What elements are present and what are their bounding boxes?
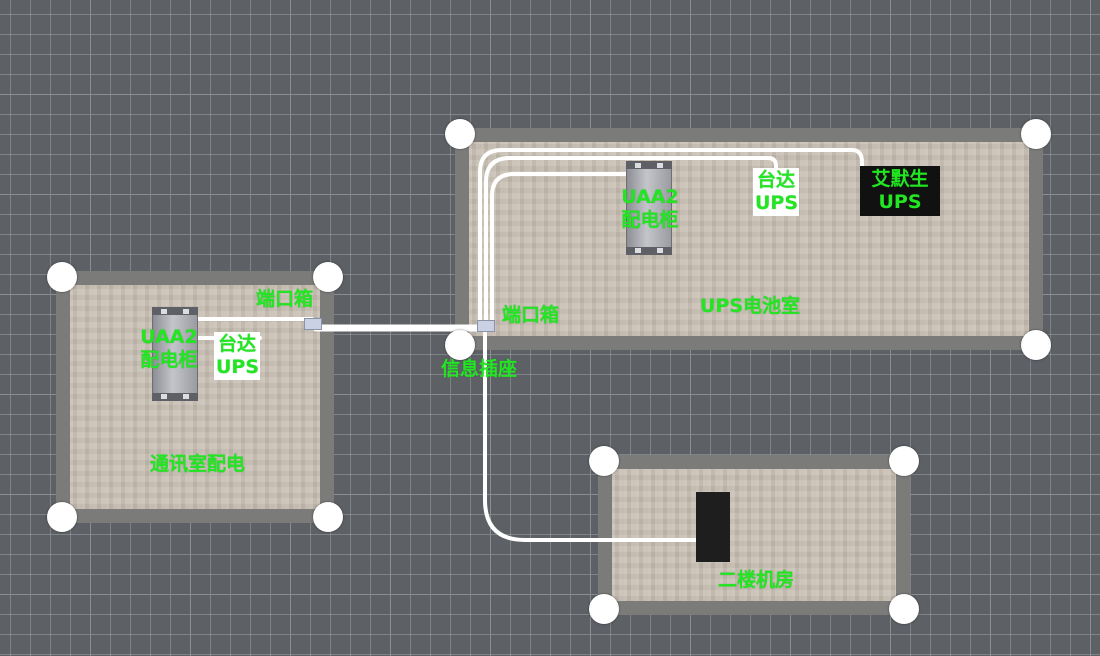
- cabinet-top-cap: [626, 161, 672, 169]
- server-rack[interactable]: [696, 492, 730, 562]
- corner-handle-comm-tr[interactable]: [313, 262, 343, 292]
- cabinet-foot: [635, 248, 641, 253]
- cabinet-foot: [161, 394, 167, 399]
- cabinet-bottom-cap: [152, 393, 198, 401]
- corner-handle-ups-tr[interactable]: [1021, 119, 1051, 149]
- delta-ups-comm-label: 台达 UPS: [214, 332, 260, 380]
- corner-handle-machine-bl[interactable]: [589, 594, 619, 624]
- cabinet-foot: [161, 309, 167, 314]
- port-box-ups-room[interactable]: [477, 320, 495, 332]
- cabinet-foot: [183, 394, 189, 399]
- cabinet-foot: [657, 248, 663, 253]
- cabinet-bottom-cap: [626, 247, 672, 255]
- cabinet-foot: [657, 163, 663, 168]
- corner-handle-machine-tl[interactable]: [589, 446, 619, 476]
- cable-to-emerson: [478, 148, 864, 330]
- room-comm-power-name: 通讯室配电: [150, 453, 246, 475]
- cable-to-delta: [484, 156, 778, 330]
- corner-handle-ups-tl[interactable]: [445, 119, 475, 149]
- uaa2-cabinet-ups-room[interactable]: [626, 161, 672, 255]
- corner-handle-machine-tr[interactable]: [889, 446, 919, 476]
- emerson-ups-label: 艾默生 UPS: [860, 166, 940, 216]
- corner-handle-ups-br[interactable]: [1021, 330, 1051, 360]
- room-machine-2f-name: 二楼机房: [718, 569, 795, 591]
- port-box-ups-room-label: 端口箱: [502, 304, 560, 326]
- uaa2-cabinet-ups-room-label: UAA2 配电柜: [621, 186, 679, 231]
- cable-to-machine-room: [483, 330, 700, 542]
- cabinet-foot: [183, 309, 189, 314]
- port-box-comm-label: 端口箱: [256, 288, 314, 310]
- room-ups-battery-name: UPS电池室: [700, 295, 801, 317]
- room-machine-2f-floor: [612, 469, 896, 601]
- uaa2-cabinet-comm-label: UAA2 配电柜: [140, 326, 198, 371]
- cabinet-foot: [635, 163, 641, 168]
- corner-handle-comm-br[interactable]: [313, 502, 343, 532]
- corner-handle-comm-tl[interactable]: [47, 262, 77, 292]
- corner-handle-comm-bl[interactable]: [47, 502, 77, 532]
- info-socket-label: 信息插座: [441, 358, 518, 380]
- cable-to-uaa2: [490, 172, 636, 330]
- corner-handle-ups-bl[interactable]: [445, 330, 475, 360]
- cabinet-top-cap: [152, 307, 198, 315]
- room-machine-2f[interactable]: [598, 455, 910, 615]
- delta-ups-label: 台达 UPS: [753, 168, 799, 216]
- uaa2-cabinet-comm[interactable]: [152, 307, 198, 401]
- port-box-comm[interactable]: [304, 318, 322, 330]
- corner-handle-machine-br[interactable]: [889, 594, 919, 624]
